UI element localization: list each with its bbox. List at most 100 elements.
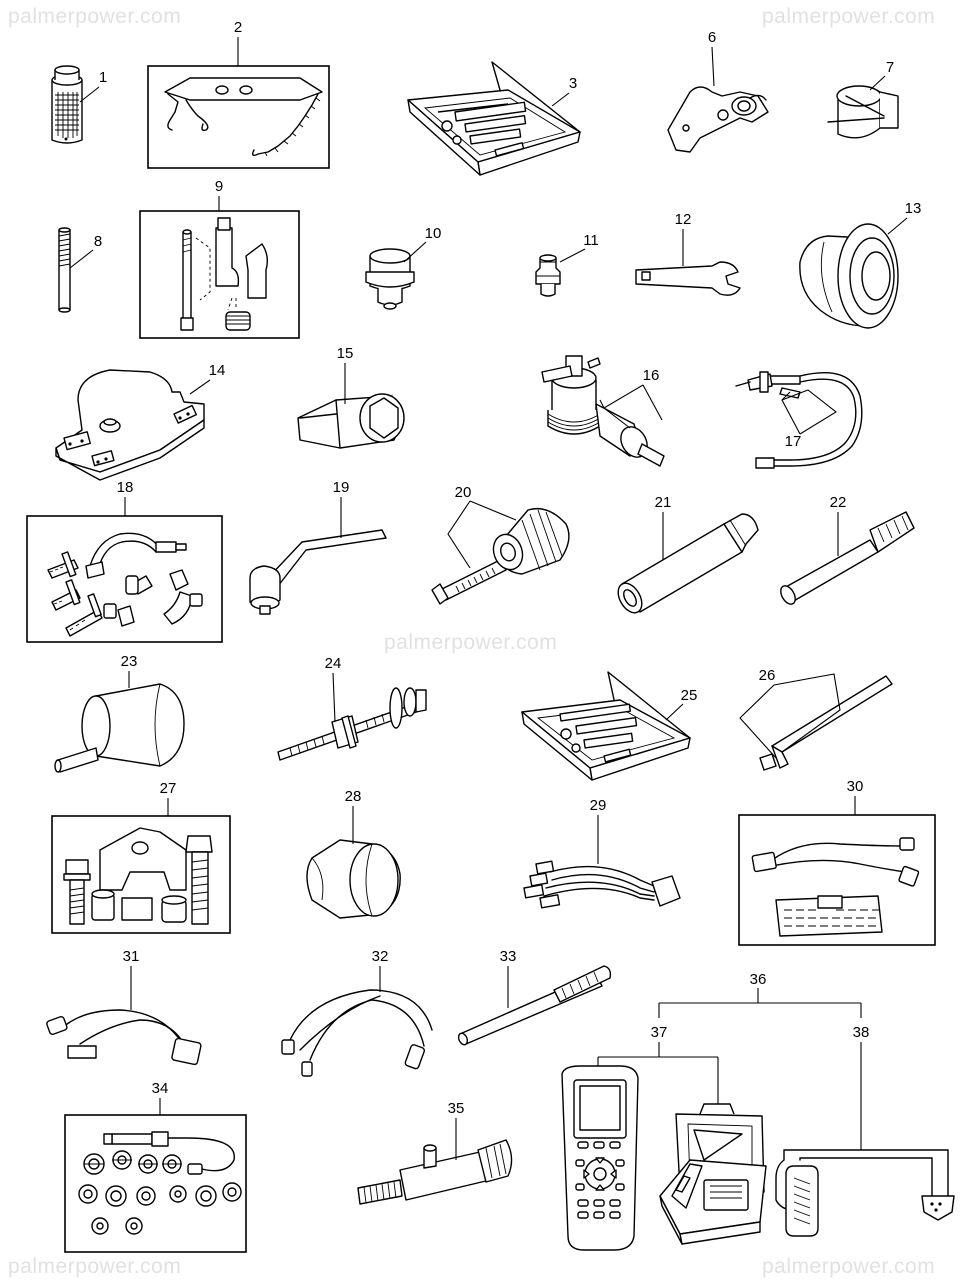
tool-3-tool-case <box>407 61 581 176</box>
callout-15: 15 <box>337 345 354 404</box>
svg-text:35: 35 <box>448 1100 465 1117</box>
callout-1: 1 <box>79 69 107 103</box>
tool-21-long-socket <box>617 513 759 614</box>
svg-text:28: 28 <box>345 788 362 805</box>
svg-text:36: 36 <box>750 971 767 988</box>
callout-29: 29 <box>590 797 607 864</box>
svg-text:24: 24 <box>325 655 342 672</box>
tool-37-carry-case <box>659 1103 767 1245</box>
callout-38: 38 <box>853 1024 870 1041</box>
callout-37: 37 <box>651 1024 668 1041</box>
tool-20-bolt-and-nut <box>431 507 570 605</box>
callout-27: 27 <box>160 780 177 816</box>
watermark-bottom-right: palmerpower.com <box>762 1255 936 1278</box>
svg-text:15: 15 <box>337 345 354 362</box>
callout-11: 11 <box>559 232 599 263</box>
callout-25: 25 <box>665 687 698 721</box>
tool-30-harness-module <box>751 837 920 937</box>
svg-text:34: 34 <box>152 1080 169 1097</box>
svg-text:17: 17 <box>785 433 802 450</box>
svg-text:27: 27 <box>160 780 177 797</box>
svg-text:6: 6 <box>708 29 716 46</box>
tool-13-cup-adapter <box>799 223 899 329</box>
tool-19-offset-wrench <box>249 529 387 615</box>
callout-34: 34 <box>152 1080 169 1115</box>
callout-24: 24 <box>325 655 342 723</box>
callout-36: 36 <box>750 971 767 988</box>
svg-text:10: 10 <box>425 225 442 242</box>
svg-text:37: 37 <box>651 1024 668 1041</box>
svg-text:9: 9 <box>215 178 223 195</box>
tool-24-threaded-puller <box>277 687 427 761</box>
box-27 <box>51 815 231 934</box>
callout-9: 9 <box>215 178 223 211</box>
svg-text:21: 21 <box>655 494 672 511</box>
svg-text:31: 31 <box>123 948 140 965</box>
tool-14-base-plate <box>55 369 205 481</box>
callout-30: 30 <box>847 778 864 815</box>
svg-text:23: 23 <box>121 653 138 670</box>
tool-26-hex-key <box>759 675 893 771</box>
svg-text:19: 19 <box>333 479 350 496</box>
svg-text:20: 20 <box>455 484 472 501</box>
tool-23-tapered-adapter <box>54 683 185 773</box>
tool-31-adapter-lead <box>46 1009 202 1066</box>
svg-text:16: 16 <box>643 367 660 384</box>
tool-15-hex-socket <box>297 393 405 449</box>
tool-6-bracket <box>667 86 769 153</box>
tool-2-lifting-bracket <box>164 77 323 157</box>
svg-text:26: 26 <box>759 667 776 684</box>
tool-37-handheld-scanner <box>561 1065 639 1251</box>
svg-text:11: 11 <box>583 232 599 249</box>
callout-35: 35 <box>448 1100 465 1160</box>
svg-text:14: 14 <box>209 362 226 379</box>
svg-text:2: 2 <box>234 19 242 36</box>
watermark-bottom-left: palmerpower.com <box>8 1255 182 1278</box>
svg-text:22: 22 <box>830 494 847 511</box>
watermark-center: palmerpower.com <box>384 631 558 654</box>
callout-19: 19 <box>333 479 350 538</box>
tool-22-splined-shaft <box>780 511 915 605</box>
tool-35-adapter-body <box>357 1139 513 1205</box>
callout-14: 14 <box>189 362 226 395</box>
svg-text:1: 1 <box>99 69 107 86</box>
tool-8-threaded-stud <box>58 227 71 313</box>
tool-11-small-adapter <box>535 254 561 297</box>
callout-32: 32 <box>372 948 389 992</box>
callout-17: 17 <box>781 389 837 450</box>
tool-32-sensor-lead <box>281 989 433 1077</box>
svg-text:12: 12 <box>675 211 692 228</box>
callout-31: 31 <box>123 948 140 1010</box>
callout-28: 28 <box>345 788 362 844</box>
svg-text:30: 30 <box>847 778 864 795</box>
callout-26: 26 <box>739 667 841 759</box>
tool-27-set <box>63 827 213 925</box>
svg-text:32: 32 <box>372 948 389 965</box>
group-bracket-36-38 <box>597 988 862 1150</box>
tool-1-sleeve <box>51 65 83 144</box>
svg-text:18: 18 <box>117 479 134 496</box>
svg-text:29: 29 <box>590 797 607 814</box>
callout-6: 6 <box>708 29 716 87</box>
svg-text:13: 13 <box>905 200 922 217</box>
tool-28-cone-adapter <box>306 839 401 919</box>
tool-17-hose <box>735 371 863 469</box>
callout-23: 23 <box>121 653 138 688</box>
svg-text:8: 8 <box>94 233 102 250</box>
callout-22: 22 <box>830 494 847 556</box>
callout-10: 10 <box>403 225 442 263</box>
tool-12-spanner <box>635 261 741 296</box>
box-34 <box>64 1114 247 1253</box>
watermark-top-right: palmerpower.com <box>762 5 936 28</box>
callout-3: 3 <box>551 75 577 107</box>
svg-text:33: 33 <box>500 948 517 965</box>
callout-16: 16 <box>599 367 663 429</box>
callout-8: 8 <box>69 233 102 269</box>
svg-text:7: 7 <box>886 59 894 76</box>
tool-18-fitting-set <box>47 532 203 637</box>
svg-text:25: 25 <box>681 687 698 704</box>
box-30 <box>738 814 936 946</box>
callout-33: 33 <box>500 948 517 1008</box>
